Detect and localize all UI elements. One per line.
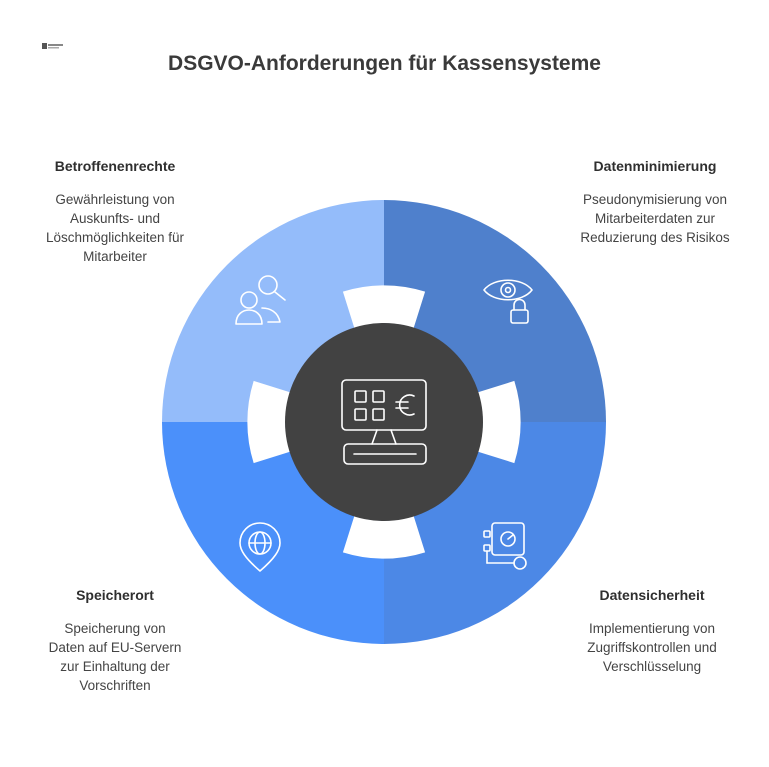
description-line: Implementierung von: [588, 621, 716, 636]
block-heading: Betroffenenrechte: [54, 158, 176, 174]
safe-key-icon: [483, 522, 527, 570]
description-line: Daten auf EU-Servern: [48, 640, 182, 655]
description-line: Gewährleistung von: [55, 192, 175, 207]
cash-register-euro-icon: [341, 379, 427, 465]
center-circle: [285, 323, 483, 521]
description-line: Pseudonymisierung von: [582, 192, 728, 207]
block-speicherort: Speicherort Speicherung von Daten auf EU…: [0, 587, 230, 695]
description-line: Löschmöglichkeiten für: [45, 230, 185, 245]
users-search-icon: [235, 275, 286, 325]
block-description: Implementierung von Zugriffskontrollen u…: [537, 619, 767, 676]
description-line: Verschlüsselung: [602, 659, 702, 674]
description-line: zur Einhaltung der: [60, 659, 170, 674]
description-line: Mitarbeiterdaten zur: [594, 211, 716, 226]
description-line: Mitarbeiter: [83, 249, 147, 264]
block-betroffenenrechte: Betroffenenrechte Gewährleistung von Aus…: [0, 158, 230, 266]
description-line: Speicherung von: [64, 621, 166, 636]
page-title: DSGVO-Anforderungen für Kassensysteme: [168, 52, 601, 75]
eye-lock-icon: [483, 279, 533, 324]
block-description: Speicherung von Daten auf EU-Servern zur…: [0, 619, 230, 695]
block-description: Pseudonymisierung von Mitarbeiterdaten z…: [540, 190, 769, 247]
block-heading: Speicherort: [76, 587, 154, 603]
block-heading: Datensicherheit: [599, 587, 705, 603]
description-line: Vorschriften: [79, 678, 151, 693]
block-heading: Datenminimierung: [593, 158, 717, 174]
block-description: Gewährleistung von Auskunfts- und Löschm…: [0, 190, 230, 266]
description-line: Reduzierung des Risikos: [580, 230, 730, 245]
description-line: Zugriffskontrollen und: [587, 640, 717, 655]
globe-pin-icon: [239, 522, 281, 572]
inner-ring: [247, 285, 521, 559]
block-datensicherheit: Datensicherheit Implementierung von Zugr…: [537, 587, 767, 676]
brand-logo-icon: [42, 43, 63, 49]
description-line: Auskunfts- und: [69, 211, 161, 226]
block-datenminimierung: Datenminimierung Pseudonymisierung von M…: [540, 158, 769, 247]
